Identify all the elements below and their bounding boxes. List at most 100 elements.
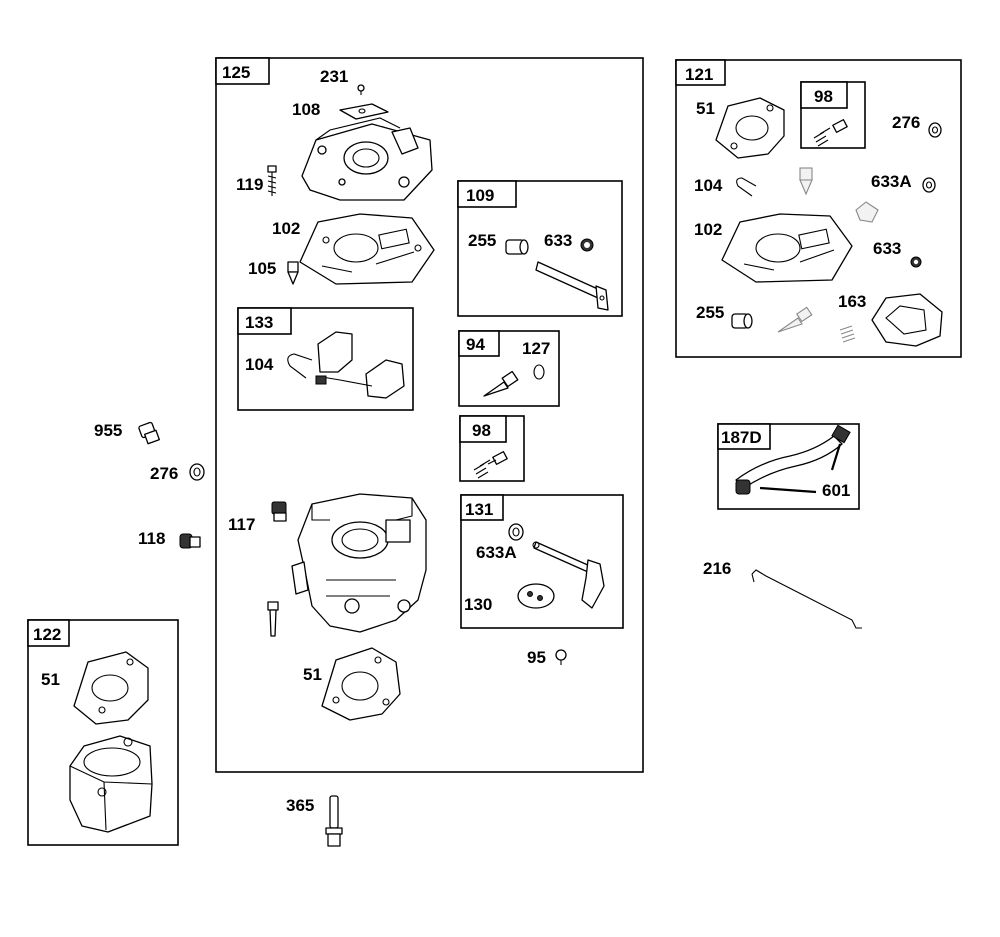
label-601: 601 [822,481,850,500]
part-216-link-rod[interactable] [751,569,862,629]
part-102-gasket[interactable] [299,213,435,285]
part-spacer-block[interactable] [69,735,153,833]
part-108-gasket[interactable] [339,103,389,120]
part-121-needle-valve-ghost[interactable] [799,167,813,196]
part-118-fitting[interactable] [179,533,201,549]
label-117: 117 [228,515,255,534]
label-121-255: 255 [696,303,724,322]
part-121-51-gasket[interactable] [715,97,785,159]
label-276: 276 [150,464,178,483]
group-109-frame [457,180,623,317]
group-94-frame [458,330,560,407]
group-98-label: 98 [472,421,491,440]
group-121-label: 121 [685,65,713,84]
part-633-seal[interactable] [580,238,594,252]
part-121-98-screw-spring[interactable] [813,119,848,147]
group-121-98-label: 98 [814,87,833,106]
label-633: 633 [544,231,572,250]
part-119-screw[interactable] [267,165,277,196]
part-98-screw-spring[interactable] [473,451,508,479]
group-98-tab [459,415,507,443]
part-121-633-seal[interactable] [910,256,922,268]
part-95-screw[interactable] [555,649,567,665]
part-955-fitting[interactable] [138,421,160,445]
part-121-mixture-screw-ghost[interactable] [777,306,813,333]
part-choke-shaft[interactable] [532,541,605,609]
part-fuel-line-hose[interactable] [735,424,851,495]
group-94: 94 127 [458,330,560,407]
part-117-fitting[interactable] [271,501,287,522]
part-121-spring-ghost[interactable] [839,325,856,343]
label-51: 51 [303,665,322,684]
part-121-104-clip[interactable] [736,177,757,197]
group-109-tab [457,180,517,208]
group-122: 122 51 [27,619,179,846]
label-163: 163 [838,292,866,311]
group-121: 121 51 98 276 104 [675,59,962,358]
group-125-tab [215,57,270,85]
group-94-label: 94 [466,335,485,354]
group-125: 125 231 108 119 [215,57,644,773]
group-94-tab [458,330,500,357]
group-121-98-tab [800,81,848,109]
label-955: 955 [94,421,122,440]
part-throttle-shaft[interactable] [535,261,609,311]
part-carburetor-top-cover[interactable] [301,117,433,201]
label-121-102: 102 [694,220,722,239]
label-633a: 633A [476,543,517,562]
part-231-screw[interactable] [357,84,365,95]
label-118: 118 [138,529,165,548]
part-127-o-ring[interactable] [533,364,545,380]
part-float[interactable] [315,331,405,399]
group-121-98: 98 [800,81,866,149]
part-121-633a-seal[interactable] [922,177,936,193]
part-carburetor-body[interactable] [291,493,427,633]
part-51-gasket[interactable] [321,647,401,721]
group-187d: 187D 601 [717,423,860,510]
part-130-choke-plate[interactable] [517,583,555,609]
part-121-255-bushing[interactable] [731,313,753,329]
label-104: 104 [245,355,274,374]
group-122-tab [27,619,70,647]
part-121-bracket-ghost[interactable] [855,201,879,223]
label-365: 365 [286,796,314,815]
label-121-51: 51 [696,99,715,118]
group-133-tab [237,307,292,335]
label-216: 216 [703,559,731,578]
leader-601-b [830,443,842,471]
label-119: 119 [236,175,263,194]
part-633a-seal[interactable] [508,523,524,541]
group-133-label: 133 [245,313,273,332]
part-121-102-gasket[interactable] [721,213,853,283]
part-255-bushing[interactable] [505,239,529,255]
group-122-frame [27,619,179,846]
group-121-frame [675,59,962,358]
group-187d-frame [717,423,860,510]
part-121-276-washer[interactable] [928,122,942,138]
label-122-51: 51 [41,670,60,689]
label-127: 127 [522,339,550,358]
part-365-bolt[interactable] [325,795,343,847]
part-idle-mixture-screw[interactable] [483,370,519,397]
group-133-frame [237,307,414,411]
label-255: 255 [468,231,496,250]
leader-601-a [759,486,817,494]
label-121-104: 104 [694,176,723,195]
label-102: 102 [272,219,300,238]
part-104-clip[interactable] [287,353,313,379]
label-105: 105 [248,259,276,278]
part-122-51-gasket[interactable] [73,651,149,725]
group-131-label: 131 [465,500,493,519]
group-125-frame [215,57,644,773]
part-105-needle-valve[interactable] [287,261,299,285]
label-231: 231 [320,67,348,86]
group-133: 133 104 [237,307,414,411]
part-276-washer[interactable] [189,463,205,481]
group-187d-label: 187D [721,428,762,447]
group-121-tab [675,59,726,86]
part-163-gasket[interactable] [871,293,943,347]
part-body-bolt[interactable] [267,601,279,637]
group-122-label: 122 [33,625,61,644]
group-131-frame [460,494,624,629]
